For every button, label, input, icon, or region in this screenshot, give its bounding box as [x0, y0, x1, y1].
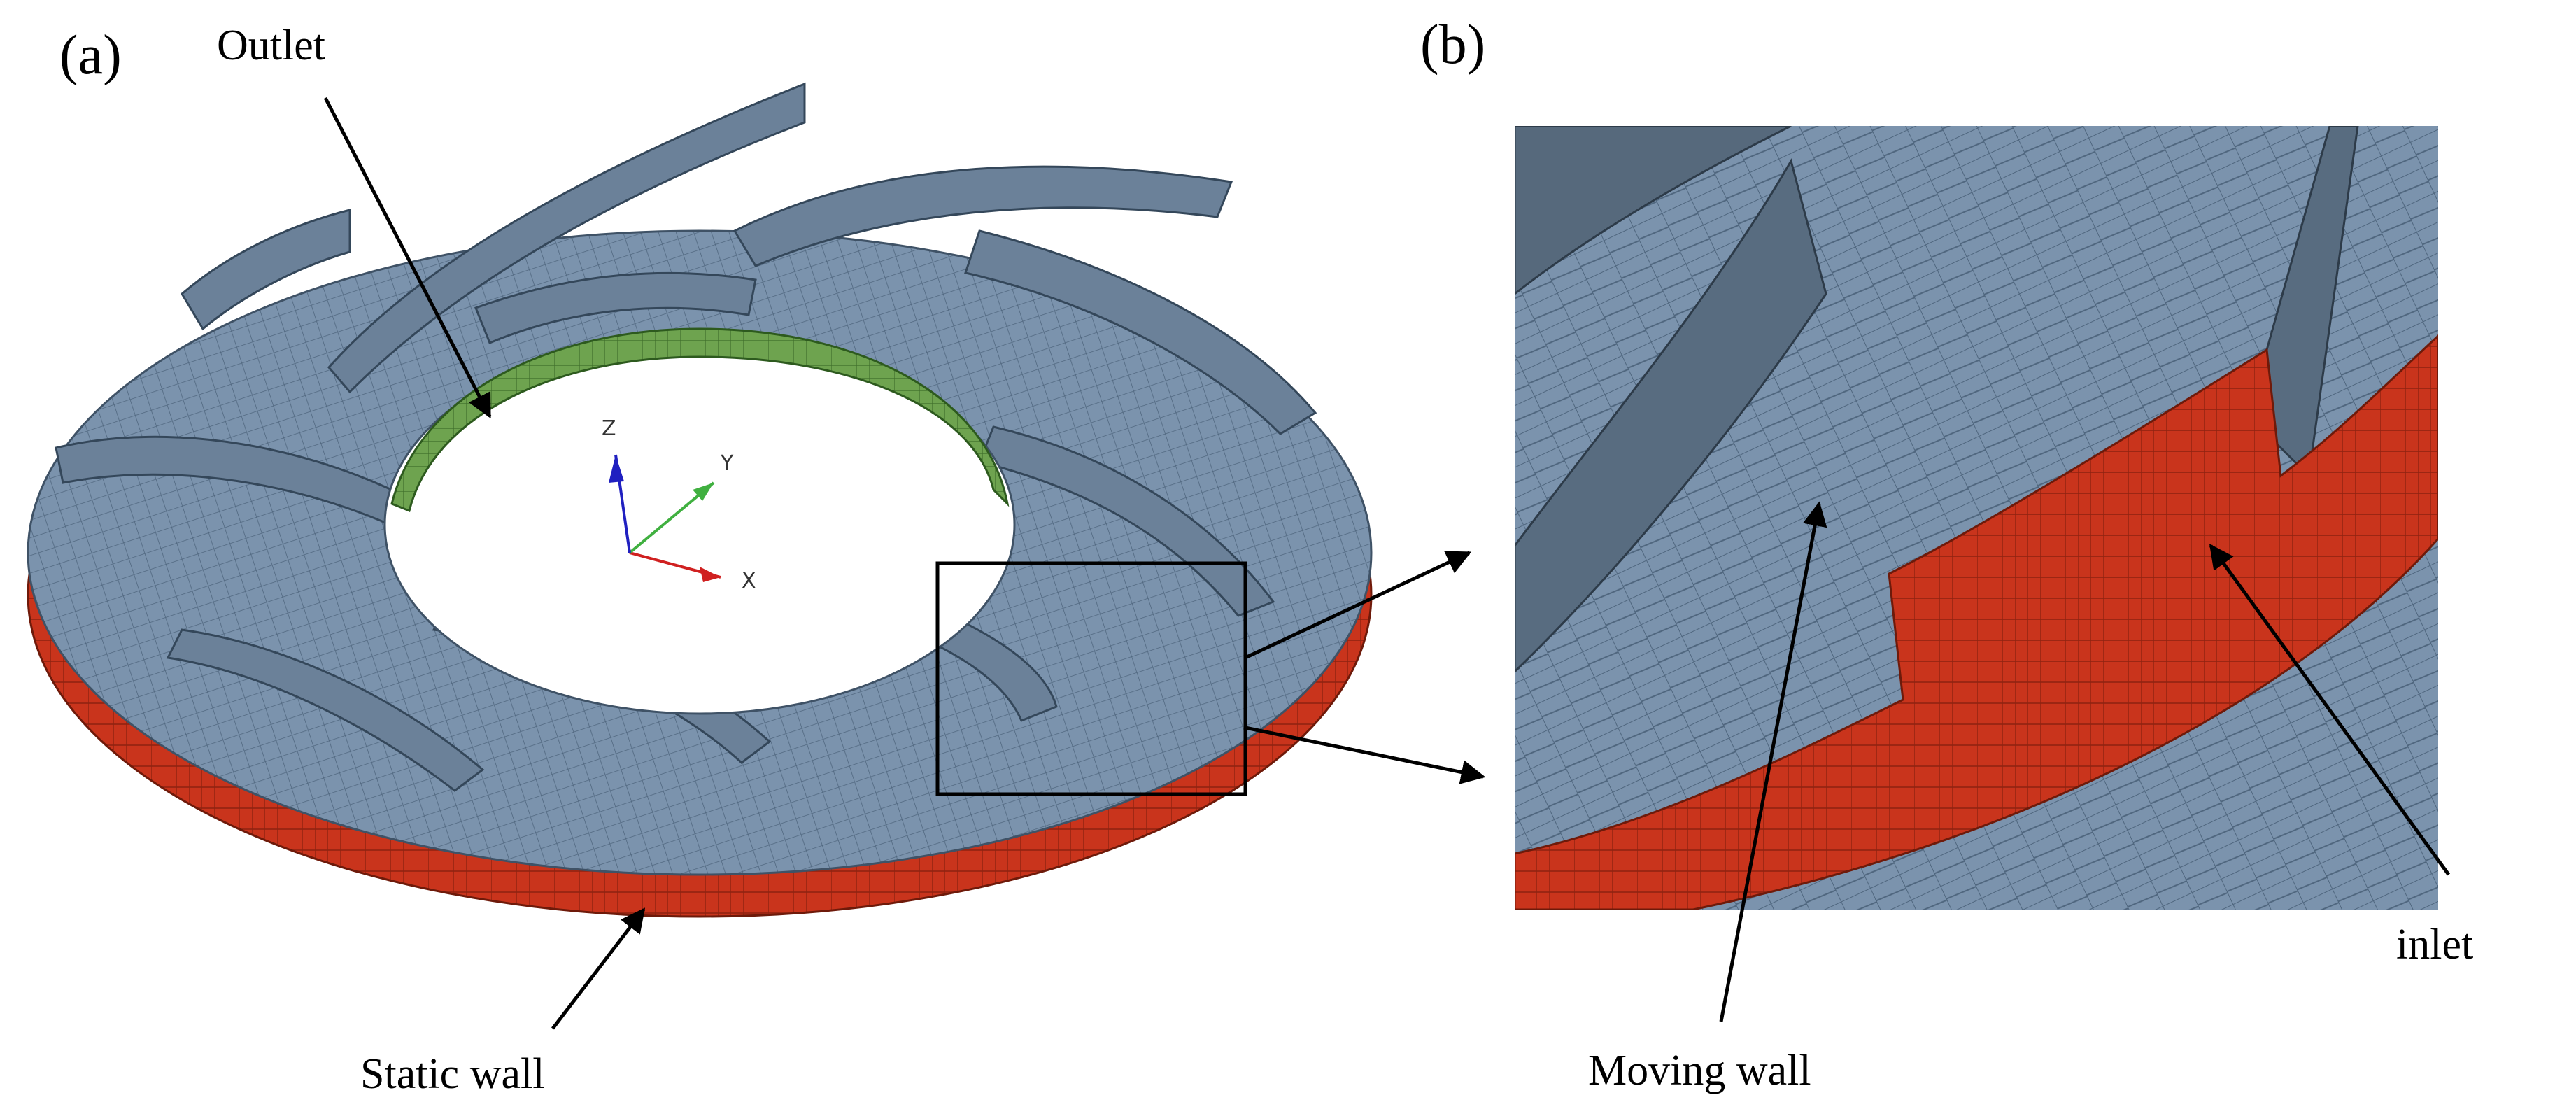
- impeller-blades: [55, 82, 1317, 792]
- panel-a-label: (a): [59, 24, 122, 86]
- outlet-arrow: [323, 97, 492, 419]
- moving-wall-arrow: [1719, 501, 1827, 1022]
- detail-static-wall: [1515, 334, 2438, 910]
- panel-b-label: (b): [1420, 14, 1485, 76]
- outlet-label: Outlet: [217, 22, 325, 69]
- static-wall-arrow: [551, 907, 646, 1030]
- zoom-region-box: [935, 561, 1247, 796]
- blade: [327, 82, 806, 394]
- blade: [181, 209, 351, 331]
- blade: [166, 628, 485, 792]
- inlet-label: inlet: [2396, 921, 2473, 968]
- z-axis-label: Z: [602, 416, 616, 441]
- blade: [474, 271, 757, 344]
- moving-wall-label: Moving wall: [1588, 1047, 1811, 1094]
- y-axis-label: Y: [720, 451, 734, 476]
- panel-a-impeller: X Y Z: [27, 82, 1373, 918]
- zoom-connectors: [1244, 551, 1486, 784]
- panel-b-detail: [1515, 126, 2438, 910]
- x-axis-label: X: [742, 569, 756, 593]
- static-wall-label: Static wall: [360, 1050, 544, 1098]
- blade: [977, 425, 1275, 617]
- blade: [964, 229, 1317, 435]
- outlet-band: [390, 327, 1010, 513]
- inlet-arrow: [2209, 544, 2451, 876]
- annotation-arrows: [323, 97, 2451, 1030]
- detail-blade-left: [1515, 158, 1827, 674]
- blade: [733, 165, 1233, 267]
- axis-triad: X Y Z: [602, 416, 756, 593]
